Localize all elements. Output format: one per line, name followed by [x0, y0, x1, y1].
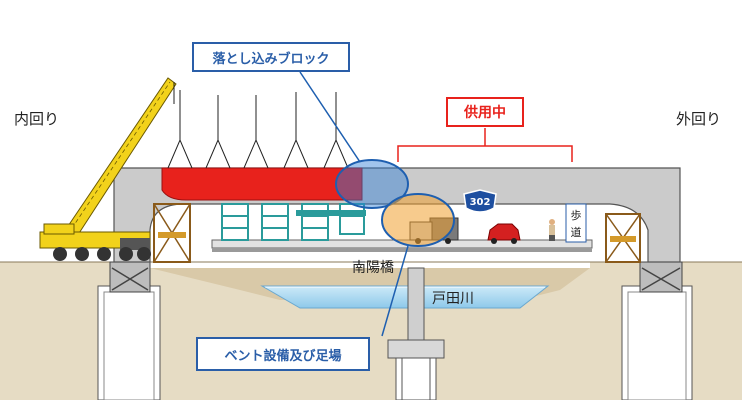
in-service-callout: 供用中	[446, 97, 524, 127]
right-abutment-foundation	[621, 261, 693, 401]
drop-in-block	[161, 167, 363, 201]
bent-scaffold-label: ベント設備及び足場	[224, 348, 342, 364]
river	[260, 285, 550, 309]
route-302-shield: 302	[463, 189, 497, 213]
sidewalk-sign: 歩 道	[565, 203, 587, 243]
right-temporary-support	[605, 213, 641, 263]
left-abutment-foundation	[97, 261, 161, 401]
lifting-cables	[167, 90, 349, 169]
car	[487, 223, 521, 244]
inner-loop-label: 内回り	[14, 110, 60, 128]
center-pier-foundation	[387, 267, 445, 401]
left-temporary-support	[153, 203, 191, 263]
drop-in-block-callout: 落とし込みブロック	[192, 42, 350, 72]
callout-lines	[299, 71, 409, 337]
crane	[39, 77, 177, 261]
bent-scaffold-callout: ベント設備及び足場	[196, 337, 370, 371]
bent-scaffolds	[221, 203, 366, 241]
pedestrian	[549, 219, 555, 241]
drop-in-block-label: 落とし込みブロック	[212, 51, 330, 67]
sidewalk-char-2: 道	[571, 225, 582, 239]
outer-loop-label: 外回り	[676, 110, 722, 128]
in-service-label: 供用中	[464, 105, 506, 121]
block-highlight	[335, 159, 409, 209]
sidewalk-char-1: 歩	[571, 208, 582, 222]
bridge-name-label: 南陽橋	[352, 260, 394, 276]
in-service-bracket	[397, 128, 573, 162]
bent-highlight	[381, 193, 455, 247]
route-number: 302	[470, 197, 491, 208]
river-name-label: 戸田川	[432, 291, 474, 307]
